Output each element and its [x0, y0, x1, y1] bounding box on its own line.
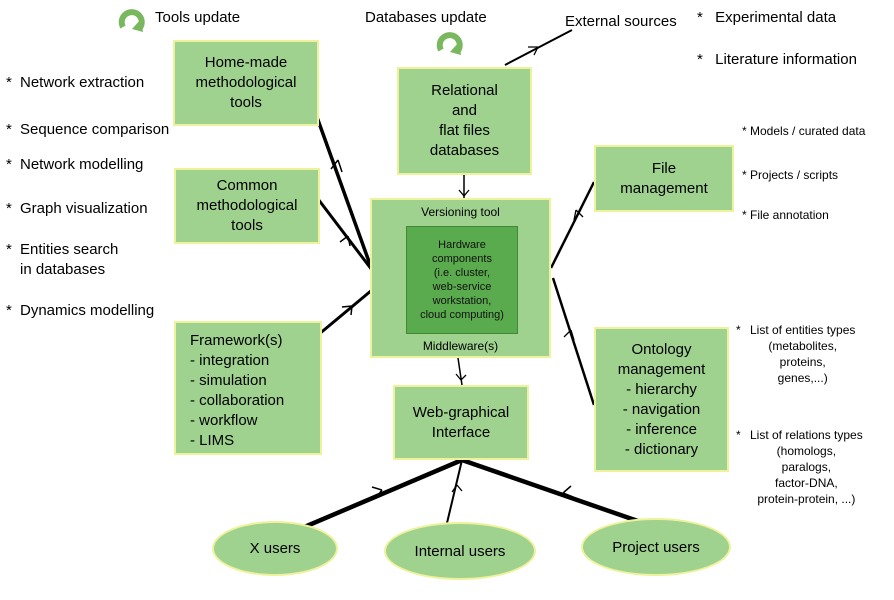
framework-label: Framework(s) - integration - simulation … — [190, 332, 285, 449]
external-bullet-literature: * Literature information — [697, 51, 857, 68]
ontology-management-box: Ontology management - hierarchy - naviga… — [594, 327, 729, 472]
line-project-to-web — [461, 457, 656, 530]
file-bullet-models: * Models / curated data — [742, 124, 866, 138]
line-middleware-to-web — [457, 357, 463, 386]
file-bullet-projects: * Projects / scripts — [742, 168, 839, 182]
common-tools-box: Common methodological tools — [174, 168, 320, 244]
file-management-box: File management — [594, 145, 734, 212]
project-users-label: Project users — [612, 538, 700, 556]
file-bullet-annotation: * File annotation — [742, 208, 829, 222]
ontology-management-label: Ontology management - hierarchy - naviga… — [617, 340, 706, 458]
line-file-to-versioning — [549, 181, 596, 269]
left-bullet-sequence-comparison: *Sequence comparison — [6, 121, 170, 138]
internal-users-label: Internal users — [414, 542, 506, 560]
ontology-bullet-entities: *List of entities types (metabolites, pr… — [736, 323, 856, 385]
project-users-ellipse: Project users — [581, 518, 731, 576]
external-sources-label: External sources — [565, 13, 677, 30]
left-bullet-dynamics-modelling: *Dynamics modelling — [6, 302, 155, 319]
relational-databases-box: Relational and flat files databases — [397, 67, 532, 175]
relational-databases-label: Relational and flat files databases — [429, 82, 500, 159]
external-bullet-experimental: * Experimental data — [697, 9, 837, 26]
framework-box: Framework(s) - integration - simulation … — [174, 321, 322, 455]
middleware-label: Middleware(s) — [422, 339, 499, 353]
tools-update-label: Tools update — [155, 9, 241, 26]
left-bullet-network-extraction: *Network extraction — [6, 74, 145, 91]
left-bullet-entities-search: *Entities search in databases — [6, 241, 119, 278]
left-bullet-graph-visualization: *Graph visualization — [6, 200, 148, 217]
web-graphical-interface-box: Web-graphical Interface — [393, 385, 529, 460]
databases-update-label: Databases update — [365, 9, 487, 26]
line-framework-to-versioning — [317, 288, 373, 337]
internal-users-ellipse: Internal users — [384, 522, 536, 580]
home-made-tools-label: Home-made methodological tools — [195, 54, 297, 111]
ontology-bullet-relations: *List of relations types (homologs, para… — [736, 428, 863, 506]
web-graphical-interface-label: Web-graphical Interface — [412, 403, 510, 441]
x-users-label: X users — [249, 540, 301, 557]
line-external-to-relational — [504, 29, 573, 66]
versioning-tool-box: Versioning tool Hardware components (i.e… — [370, 198, 551, 358]
versioning-tool-label: Versioning tool — [421, 205, 500, 219]
file-management-label: File management — [620, 159, 708, 197]
cycle-arrow-icon — [436, 32, 463, 55]
hardware-components-box: Hardware components (i.e. cluster, web-s… — [406, 226, 518, 334]
home-made-tools-box: Home-made methodological tools — [173, 40, 319, 126]
line-ontology-to-versioning — [551, 277, 596, 406]
line-internal-to-web — [446, 459, 463, 524]
x-users-ellipse: X users — [212, 521, 338, 576]
line-common-to-versioning — [313, 194, 374, 271]
common-tools-label: Common methodological tools — [196, 177, 298, 234]
left-bullet-network-modelling: *Network modelling — [6, 156, 144, 173]
cycle-arrow-icon — [118, 9, 145, 32]
